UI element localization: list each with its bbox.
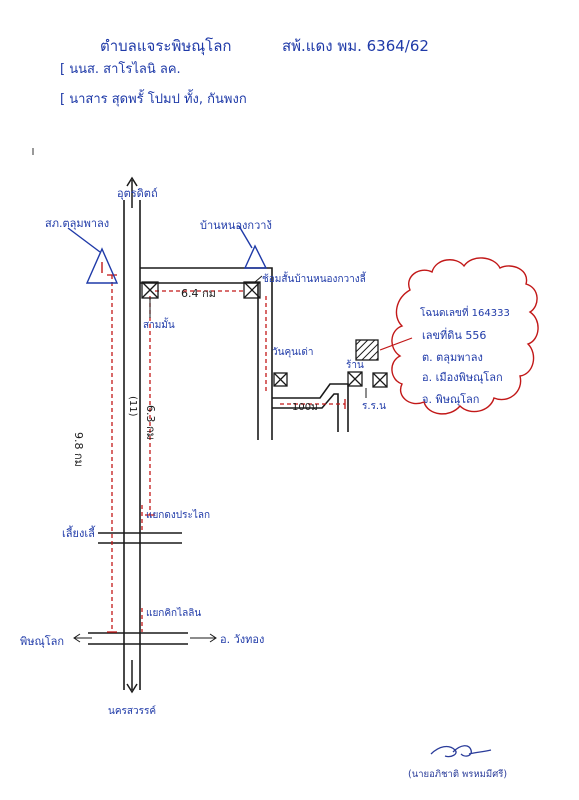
store-label: ร้าน [346,360,364,371]
junction-label-2: ช้อมสั้นบ้านหนองกวางลี้ [262,274,366,285]
box-x-icon [141,281,159,299]
box-x-icon [273,372,288,387]
cloud-bubble-icon [391,257,539,415]
intersection-label-2: แยกคิกไลลิน [146,608,202,619]
distance-label-1: 6.4 กม [181,287,216,300]
distance-label-3: 6.3 กม [144,405,157,440]
cross-road-2 [73,632,217,645]
header-line-2: [ นาสาร สุดพรั้ โปมป ทั้ง, กันพงก [60,92,247,107]
intersection-label-1: แยกดงประไลก [146,510,211,521]
document-reference: สพ้.แดง พม. 6364/62 [282,37,429,55]
bubble-line-4: อ. เมืองพิษณุโลก [422,371,503,384]
bubble-line-1: โฉนดเลขที่ 164333 [420,308,510,319]
place-right-label: อ. วังทอง [220,633,265,646]
main-road [123,200,141,690]
distance-label-2: 9.8 กม [72,432,85,467]
place-left-label-2: พิษณุโลก [20,635,65,648]
distance-ticks [107,274,346,633]
header-line-1: [ นนส. สาโรไลนิ ลค. [60,62,181,77]
hatched-box-icon [355,339,379,361]
box-x-icon [347,371,363,387]
leader-lines [149,275,367,398]
signature-icon [430,745,492,758]
south-label: นครสวรรค์ [108,706,157,717]
place-left-label-1: เลี้ยงเลี้ [62,527,95,540]
school-label: ร.ร.น [362,401,386,412]
distance-label-4: 100ม [292,402,318,413]
document-title: ตำบลแจระพิษณุโลก [100,37,232,55]
bubble-line-2: เลขที่ดิน 556 [422,329,487,342]
bubble-pointer [379,337,413,351]
distance-lines [111,275,345,632]
bubble-line-5: จ. พิษณุโลก [422,393,480,406]
signatory-name: (นายอภิชาติ พรหมมีศรี) [408,769,508,780]
south-arrow-icon [126,660,138,694]
bubble-line-3: ต. ตลุมพาลง [422,351,483,364]
police-station-label-2: บ้านหนองกวาง้ [200,219,272,232]
triangle-marker-icon [67,227,119,284]
north-label: อุตรดิตถ์ [117,187,158,200]
branch-road [272,383,349,432]
triangle-marker-icon [238,225,268,269]
road-number-label: (11) [127,396,138,417]
box-x-icon [243,281,261,299]
police-station-label-1: สภ.ตลุมพาลง [45,217,110,230]
junction-label-1: สามมั้น [143,320,175,331]
north-arrow-icon [126,176,138,208]
temple-label: วันคุนเด่า [272,347,314,358]
box-x-icon [372,372,388,388]
